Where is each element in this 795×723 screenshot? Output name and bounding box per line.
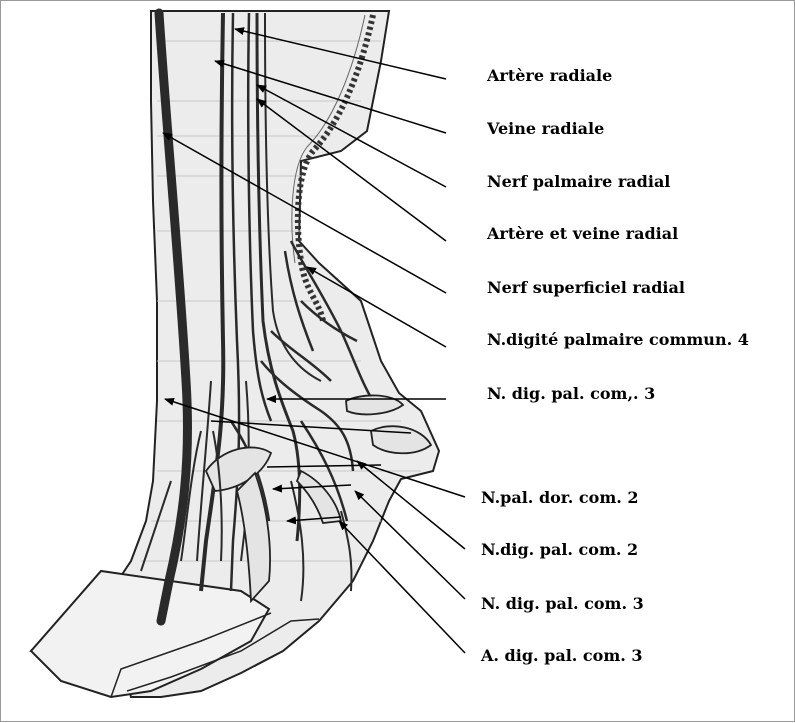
label-n-dig-pal-com-3-lower: N. dig. pal. com. 3	[481, 594, 644, 613]
label-a-dig-pal-com-3: A. dig. pal. com. 3	[480, 646, 643, 665]
label-nerf-palmaire-radial: Nerf palmaire radial	[487, 172, 670, 191]
pointer-a-dig-pal-com-3	[339, 521, 465, 653]
hoof	[31, 571, 269, 697]
label-n-digite-palmaire-commun-4: N.digité palmaire commun. 4	[487, 330, 749, 349]
label-vena-radialis: Veine radiale	[486, 119, 604, 138]
label-n-dig-pal-com-3-upper: N. dig. pal. com,. 3	[487, 384, 655, 403]
label-nerf-superficiel-radial: Nerf superficiel radial	[487, 278, 685, 297]
label-arteria-radialis: Artère radiale	[486, 66, 612, 85]
label-n-dig-pal-com-2: N.dig. pal. com. 2	[481, 540, 638, 559]
limb-illustration	[31, 11, 439, 697]
label-artere-veine-radial: Artère et veine radial	[486, 224, 678, 243]
label-n-pal-dor-com-2: N.pal. dor. com. 2	[481, 488, 639, 507]
labels: Artère radiale Veine radiale Nerf palmai…	[480, 66, 749, 665]
